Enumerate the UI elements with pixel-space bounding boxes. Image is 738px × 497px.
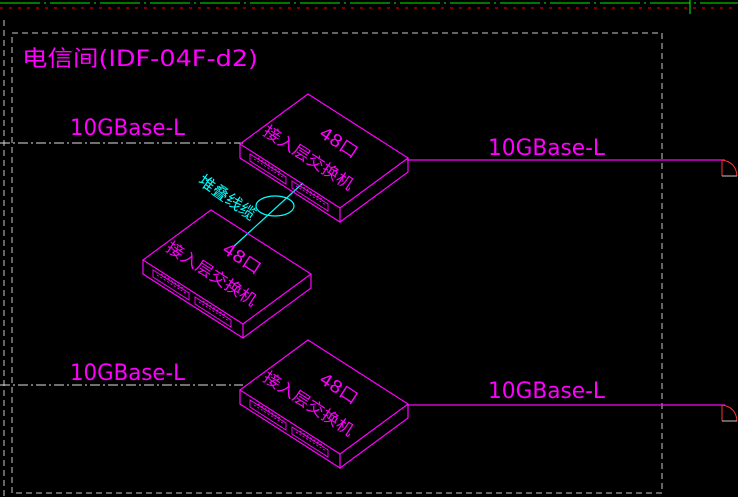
port-panel xyxy=(152,269,232,328)
link-label-right-1: 10GBase-L xyxy=(488,136,606,161)
room-label: 电信间(IDF-04F-d2) xyxy=(22,47,258,72)
switch-2: 48口 接入层交换机 xyxy=(141,209,313,340)
corner-mark-2 xyxy=(721,404,738,422)
stack-cable xyxy=(232,182,304,248)
link-label-right-2: 10GBase-L xyxy=(488,379,606,404)
link-label-left-2: 10GBase-L xyxy=(70,361,186,386)
port-panel xyxy=(249,153,329,212)
switch-1: 48口 接入层交换机 xyxy=(238,93,410,224)
switch-3: 48口 接入层交换机 xyxy=(238,339,410,470)
stack-label: 堆叠线缆 xyxy=(195,171,260,224)
room-boundary xyxy=(11,32,663,494)
port-panel xyxy=(249,399,329,458)
top-edge-line xyxy=(0,0,738,14)
corner-mark-1 xyxy=(721,159,738,177)
link-label-left-1: 10GBase-L xyxy=(70,116,186,141)
